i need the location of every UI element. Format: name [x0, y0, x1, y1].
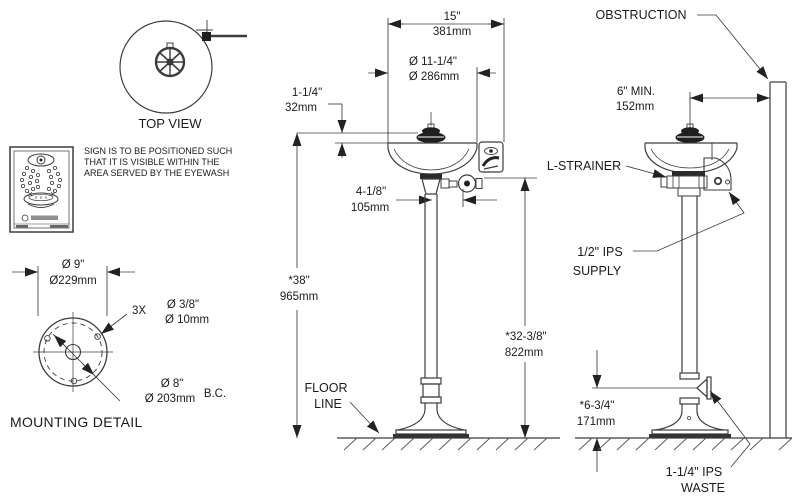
- obstruction-label: OBSTRUCTION: [595, 8, 687, 22]
- front-bowl-dia-mm: Ø 286mm: [408, 71, 460, 83]
- front-bowl-dia-in: Ø 11-1/4": [409, 56, 457, 68]
- front-supply-height-in: *32-3/8": [505, 331, 547, 345]
- sign-note-line1: SIGN IS TO BE POSITIONED SUCH: [84, 146, 233, 156]
- mounting-hole-dia-in: Ø 3/8": [166, 299, 200, 311]
- front-valve-offset-mm: 105mm: [350, 202, 390, 214]
- mounting-bc-dia-mm: Ø 203mm: [144, 393, 196, 405]
- front-supply-height-mm: 822mm: [504, 347, 544, 361]
- front-head-height-mm: 32mm: [285, 102, 317, 114]
- side-clearance-in: 6" MIN.: [617, 86, 655, 98]
- mounting-dia-in: Ø 9": [61, 259, 85, 271]
- front-view-graphic: [292, 18, 560, 451]
- supply-label-1: 1/2" IPS: [577, 245, 623, 259]
- top-view-graphic: [119, 20, 247, 114]
- sign-detail-graphic: [9, 146, 74, 233]
- mounting-holes-count: 3X: [131, 305, 147, 317]
- mounting-detail-title: MOUNTING DETAIL: [10, 414, 143, 430]
- mounting-dia-mm: Ø229mm: [49, 275, 97, 287]
- side-waste-height-mm: 171mm: [576, 416, 616, 430]
- mounting-detail-graphic: [12, 266, 135, 402]
- front-valve-offset-in: 4-1/8": [355, 186, 387, 198]
- front-width-in: 15": [443, 11, 461, 23]
- mounting-bc-suffix: B.C.: [203, 388, 227, 400]
- sign-note-line2: THAT IT IS VISIBLE WITHIN THE: [84, 157, 220, 167]
- waste-label-1: 1-1/4" IPS: [665, 465, 723, 479]
- side-view-graphic: [575, 14, 793, 472]
- supply-label-2: SUPPLY: [572, 264, 622, 278]
- mounting-bc-dia-in: Ø 8": [160, 378, 184, 390]
- waste-label-2: WASTE: [681, 481, 725, 495]
- top-view-title: TOP VIEW: [138, 116, 202, 131]
- floor-line-label-1: FLOOR: [304, 381, 348, 395]
- front-height-mm: 965mm: [279, 291, 319, 305]
- front-head-height-in: 1-1/4": [291, 87, 323, 99]
- floor-line-label-2: LINE: [314, 397, 342, 411]
- side-waste-height-in: *6-3/4": [579, 400, 615, 414]
- side-clearance-mm: 152mm: [615, 101, 655, 113]
- front-height-in: *38": [288, 275, 310, 289]
- mounting-hole-dia-mm: Ø 10mm: [164, 314, 210, 326]
- sign-note-line3: AREA SERVED BY THE EYEWASH: [84, 168, 230, 178]
- front-width-mm: 381mm: [432, 26, 472, 38]
- strainer-label: L-STRAINER: [546, 159, 622, 173]
